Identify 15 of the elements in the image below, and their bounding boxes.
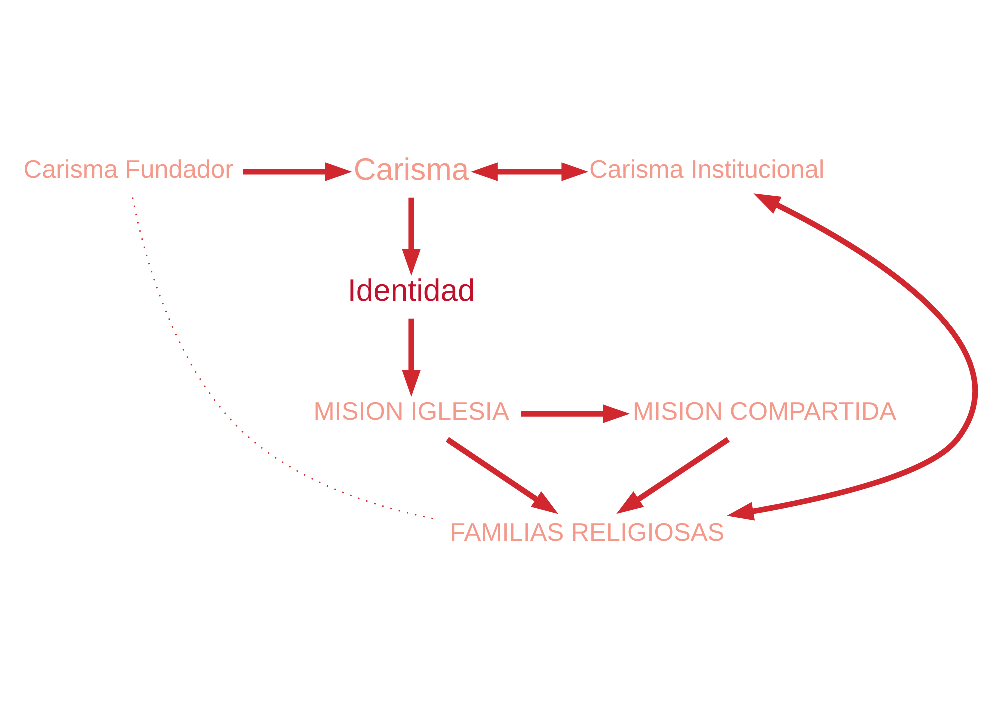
arrow [616, 436, 730, 514]
node-text: Carisma Institucional [590, 156, 825, 184]
node-text: Carisma Fundador [24, 156, 234, 184]
arrow [243, 162, 352, 181]
node-text: MISION IGLESIA [314, 398, 510, 426]
arrow [521, 404, 630, 423]
arrow [402, 318, 421, 397]
node-text: MISION COMPARTIDA [632, 398, 897, 426]
node-text: Carisma [354, 151, 470, 186]
arrow [727, 193, 978, 520]
arrow [446, 436, 559, 514]
node-text: FAMILIAS RELIGIOSAS [450, 518, 725, 547]
node-text: Identidad [348, 272, 476, 308]
arrow [402, 197, 421, 276]
arrow [471, 162, 589, 181]
